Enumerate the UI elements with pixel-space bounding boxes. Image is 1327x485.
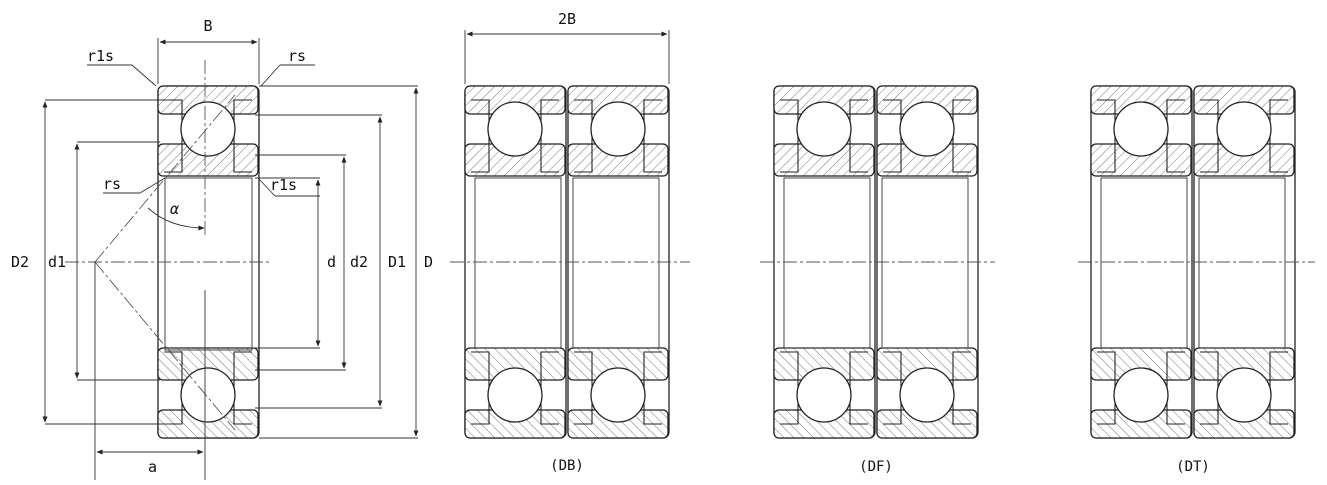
- dim-rs-top-label: rs: [288, 47, 306, 65]
- caption-df: (DF): [859, 459, 893, 475]
- arrangement-df: [760, 85, 995, 439]
- dim-d-label: d: [327, 253, 336, 271]
- dim-d2-label: d2: [350, 253, 368, 271]
- contact-angle-label: α: [170, 200, 180, 218]
- arrangement-db: [450, 85, 690, 439]
- dim-2B-label: 2B: [558, 10, 576, 28]
- dim-r1s-inner-label: r1s: [270, 176, 297, 194]
- single-bearing: [65, 60, 270, 480]
- dim-D1-label: D1: [388, 253, 406, 271]
- dimension-lines: [42, 30, 670, 480]
- caption-dt: (DT): [1176, 459, 1210, 475]
- dim-D-label: D: [424, 253, 433, 271]
- arrangement-dt: [1078, 85, 1315, 439]
- dim-d1-label: d1: [48, 253, 66, 271]
- dim-a-label: a: [148, 458, 157, 476]
- dim-D2-label: D2: [11, 253, 29, 271]
- caption-db: (DB): [550, 458, 584, 474]
- dim-B-label: B: [203, 17, 212, 35]
- dim-r1s-top-label: r1s: [87, 47, 114, 65]
- dim-rs-inner-label: rs: [103, 175, 121, 193]
